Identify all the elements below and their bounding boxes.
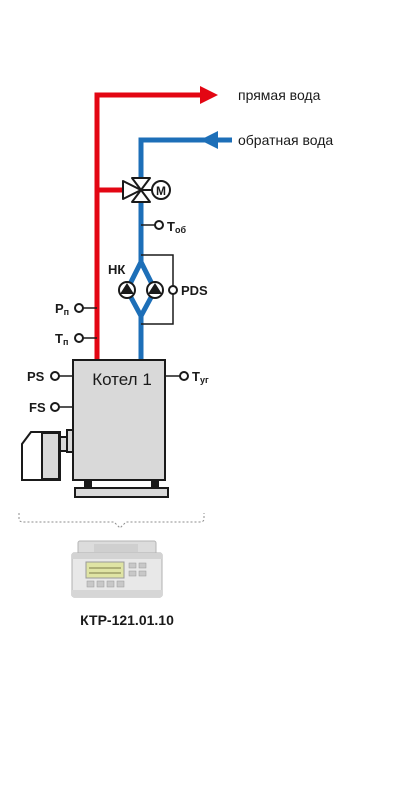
pump-group-label: НК: [108, 262, 125, 277]
boiler-label: Котел 1: [92, 370, 152, 389]
valve-motor-icon: [151, 180, 171, 200]
sensor-t-flue-label: Туг: [192, 369, 209, 385]
return-pipe: [124, 137, 232, 360]
pump-left-icon: [118, 281, 136, 299]
boiler-base: [74, 487, 169, 498]
return-flow-label: обратная вода: [238, 132, 333, 148]
sensor-pds-label: PDS: [181, 283, 208, 298]
sensor-t-return-icon: [154, 220, 164, 230]
burner-icon: [21, 429, 74, 481]
sensor-p-supply-label: Рп: [55, 301, 69, 317]
sensor-fs-icon: [50, 402, 60, 412]
pump-right-icon: [146, 281, 164, 299]
supply-flow-label: прямая вода: [238, 87, 321, 103]
sensor-t-return-label: Тоб: [167, 219, 186, 235]
supply-pipe: [94, 92, 210, 360]
boiler-body: [72, 359, 166, 481]
three-way-valve: [122, 177, 152, 203]
sensor-t-supply-label: Тп: [55, 331, 68, 347]
supply-arrow: [200, 86, 218, 104]
sensor-ps-label: PS: [27, 369, 45, 384]
return-arrow: [200, 131, 218, 149]
sensor-fs-label: FS: [29, 400, 46, 415]
sensor-ps-icon: [50, 371, 60, 381]
boiler-foot-right: [151, 480, 159, 488]
sensor-p-supply-icon: [74, 303, 84, 313]
controller-device-icon: [71, 540, 163, 598]
boiler-foot-left: [84, 480, 92, 488]
valve-motor-symbol: M: [156, 184, 166, 198]
connection-brace: [18, 513, 205, 529]
sensor-pds-icon: [168, 285, 178, 295]
sensor-t-supply-icon: [74, 333, 84, 343]
sensor-t-flue-icon: [179, 371, 189, 381]
controller-model-label: КТР-121.01.10: [80, 612, 174, 628]
